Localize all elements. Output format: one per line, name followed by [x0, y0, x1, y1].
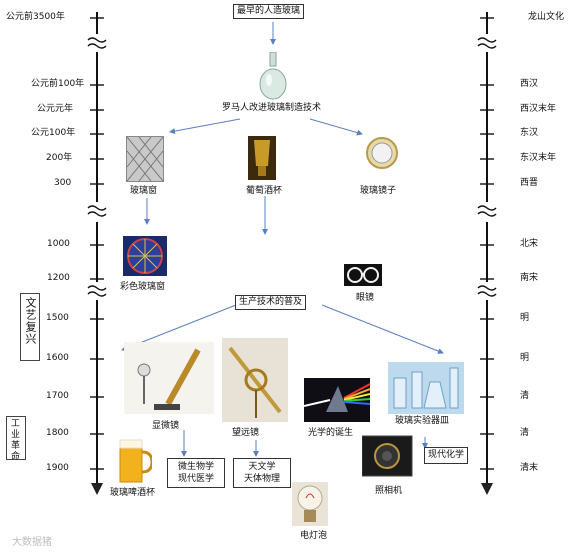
- left-time-label: 公元前100年: [31, 79, 85, 89]
- left-time-label: 200年: [46, 153, 73, 163]
- roman-tech-caption: 罗马人改进玻璃制造技术: [222, 103, 322, 113]
- beer-mug-image: [118, 438, 154, 484]
- optics-caption: 光学的诞生: [308, 428, 354, 438]
- left-time-label: 公元元年: [37, 104, 74, 114]
- left-time-label: 1000: [47, 239, 70, 249]
- telescope-image: [222, 338, 288, 422]
- right-dynasty-label: 清: [520, 428, 530, 438]
- right-dynasty-label: 明: [520, 353, 530, 363]
- wine-cup-caption: 葡萄酒杯: [246, 186, 283, 196]
- beer-mug-caption: 玻璃啤酒杯: [110, 488, 156, 498]
- right-dynasty-label: 清: [520, 391, 530, 401]
- glass-window-caption: 玻璃窗: [130, 186, 158, 196]
- microscope-caption: 显微镜: [152, 421, 180, 431]
- lab-glassware-caption: 玻璃实验器皿: [395, 416, 450, 426]
- camera-caption: 照相机: [375, 486, 403, 496]
- mirror-caption: 玻璃镜子: [360, 186, 397, 196]
- modern-chemistry-box: 现代化学: [424, 447, 469, 464]
- biology-line: 微生物学 现代医学: [177, 462, 214, 484]
- right-dynasty-label: 东汉末年: [520, 153, 557, 163]
- stained-glass-caption: 彩色玻璃窗: [120, 282, 166, 292]
- glass-window-image: [126, 136, 164, 182]
- microscope-image: [124, 342, 214, 414]
- industrial-revolution-label: 工业革命: [6, 416, 26, 462]
- right-dynasty-label: 东汉: [520, 128, 539, 138]
- left-time-label: 1700: [46, 391, 69, 401]
- light-bulb-image: [292, 482, 328, 526]
- renaissance-label: 文艺复兴: [20, 293, 40, 361]
- title-box: 最早的人造玻璃: [233, 4, 305, 19]
- production-box: 生产技术的普及: [235, 295, 307, 310]
- roman-glass-vase-image: [258, 51, 288, 100]
- eyeglasses-image: [344, 264, 382, 286]
- biology-medicine-box: 微生物学 现代医学: [167, 458, 225, 488]
- left-time-label: 1600: [46, 353, 69, 363]
- prism-image: [303, 378, 371, 422]
- glasses-caption: 眼镜: [356, 293, 375, 303]
- right-dynasty-label: 西晋: [520, 178, 539, 188]
- wine-cup-image: [248, 136, 276, 180]
- lab-glassware-image: [388, 362, 464, 414]
- left-time-label: 300: [54, 178, 72, 188]
- bulb-caption: 电灯泡: [300, 531, 328, 541]
- left-time-label: 公元100年: [31, 128, 76, 138]
- camera-image: [361, 432, 416, 478]
- stained-glass-image: [123, 236, 167, 276]
- right-dynasty-label: 北宋: [520, 239, 539, 249]
- glass-mirror-image: [364, 136, 400, 174]
- right-dynasty-label: 龙山文化: [528, 12, 565, 22]
- left-time-label: 公元前3500年: [6, 12, 65, 22]
- astronomy-box: 天文学 天体物理: [233, 458, 291, 488]
- left-time-label: 1500: [46, 313, 69, 323]
- right-dynasty-label: 南宋: [520, 273, 539, 283]
- left-time-label: 1200: [47, 273, 70, 283]
- watermark: 大数据猪: [12, 537, 52, 548]
- right-dynasty-label: 清末: [520, 463, 539, 473]
- right-dynasty-label: 西汉末年: [520, 104, 557, 114]
- right-dynasty-label: 明: [520, 313, 530, 323]
- left-time-label: 1800: [46, 428, 69, 438]
- astronomy-line: 天文学 天体物理: [243, 462, 280, 484]
- telescope-caption: 望远镜: [232, 428, 260, 438]
- right-dynasty-label: 西汉: [520, 79, 539, 89]
- left-time-label: 1900: [46, 463, 69, 473]
